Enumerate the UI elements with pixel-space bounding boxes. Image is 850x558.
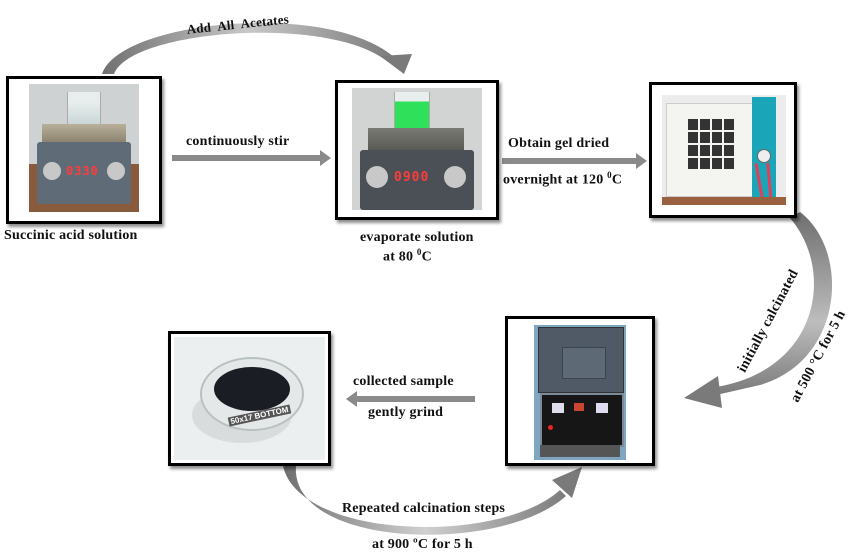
meter-left-icon — [552, 403, 564, 413]
beaker-green-icon — [394, 92, 430, 131]
vacuum-oven-photo — [662, 95, 786, 205]
furnace-door — [562, 347, 606, 379]
step-3-photo-frame — [649, 82, 797, 218]
oven-window-grid — [688, 119, 734, 169]
evaporation-stirrer-photo: 0900 — [352, 88, 482, 210]
label-gently-grind: gently grind — [368, 405, 444, 420]
degree-sup: 0 — [416, 247, 422, 257]
power-switch-icon — [548, 425, 553, 430]
stirrer-display: 0900 — [394, 170, 430, 185]
muffle-furnace-photo — [534, 325, 626, 460]
oven-floor — [662, 197, 786, 205]
arrow-collected-sample-shaft — [355, 396, 475, 402]
label-obtain-gel-dried: Obtain gel dried — [508, 136, 610, 151]
label-text: C — [421, 249, 432, 265]
curved-arrow-add-acetates — [102, 22, 395, 74]
label-text: C — [611, 172, 623, 188]
hotplate-top — [368, 128, 464, 150]
furnace-control-panel — [540, 393, 624, 447]
arrowhead-initial-calcination — [684, 376, 722, 408]
arrowhead-repeated-calcination — [552, 467, 582, 498]
beaker-icon — [67, 92, 101, 127]
meter-right-icon — [596, 403, 608, 413]
black-powder — [214, 367, 290, 411]
step-2-photo-frame: 0900 — [335, 80, 499, 220]
stirrer-display: 0330 — [66, 164, 99, 178]
knob-left-icon — [43, 162, 61, 180]
step-4-photo-frame — [505, 316, 655, 466]
arrowhead-obtain-gel — [636, 153, 647, 169]
label-collected-sample: collected sample — [353, 374, 454, 389]
curved-arrow-initial-calcination — [716, 212, 833, 395]
label-text: overnight at 120 — [503, 172, 608, 188]
pressure-gauge-icon — [757, 149, 771, 163]
label-overnight-at-120c: overnight at 120 0C — [503, 170, 622, 189]
label-evaporate-solution: evaporate solution — [360, 230, 474, 245]
label-succinic-acid-solution: Succinic acid solution — [4, 228, 138, 243]
temperature-controller-icon — [574, 403, 584, 411]
arrowhead-continuously-stir — [320, 150, 331, 166]
knob-right-icon — [107, 162, 125, 180]
hotplate-top — [42, 124, 126, 142]
arrowhead-add-acetates — [380, 54, 412, 74]
arrowhead-collected-sample — [346, 391, 357, 407]
step-1-photo-frame: 0330 — [6, 76, 162, 224]
arrow-obtain-gel-shaft — [502, 158, 638, 164]
label-text: at 80 — [383, 249, 417, 265]
petri-dish-photo: 50x17 BOTTOM — [174, 337, 325, 460]
knob-right-icon — [444, 166, 466, 188]
arrow-continuously-stir-shaft — [172, 155, 322, 161]
knob-left-icon — [366, 166, 388, 188]
label-continuously-stir: continuously stir — [186, 134, 290, 149]
label-at-900c-5h: at 900 ºC for 5 h — [372, 537, 473, 552]
step-5-photo-frame: 50x17 BOTTOM — [168, 331, 331, 466]
furnace-base — [540, 445, 620, 457]
label-at-80c: at 80 0C — [383, 247, 432, 266]
degree-sup: 0 — [607, 170, 612, 180]
oven-control-panel — [752, 97, 776, 197]
label-repeated-calcination: Repeated calcination steps — [342, 501, 506, 516]
stirrer-photo: 0330 — [29, 84, 139, 212]
